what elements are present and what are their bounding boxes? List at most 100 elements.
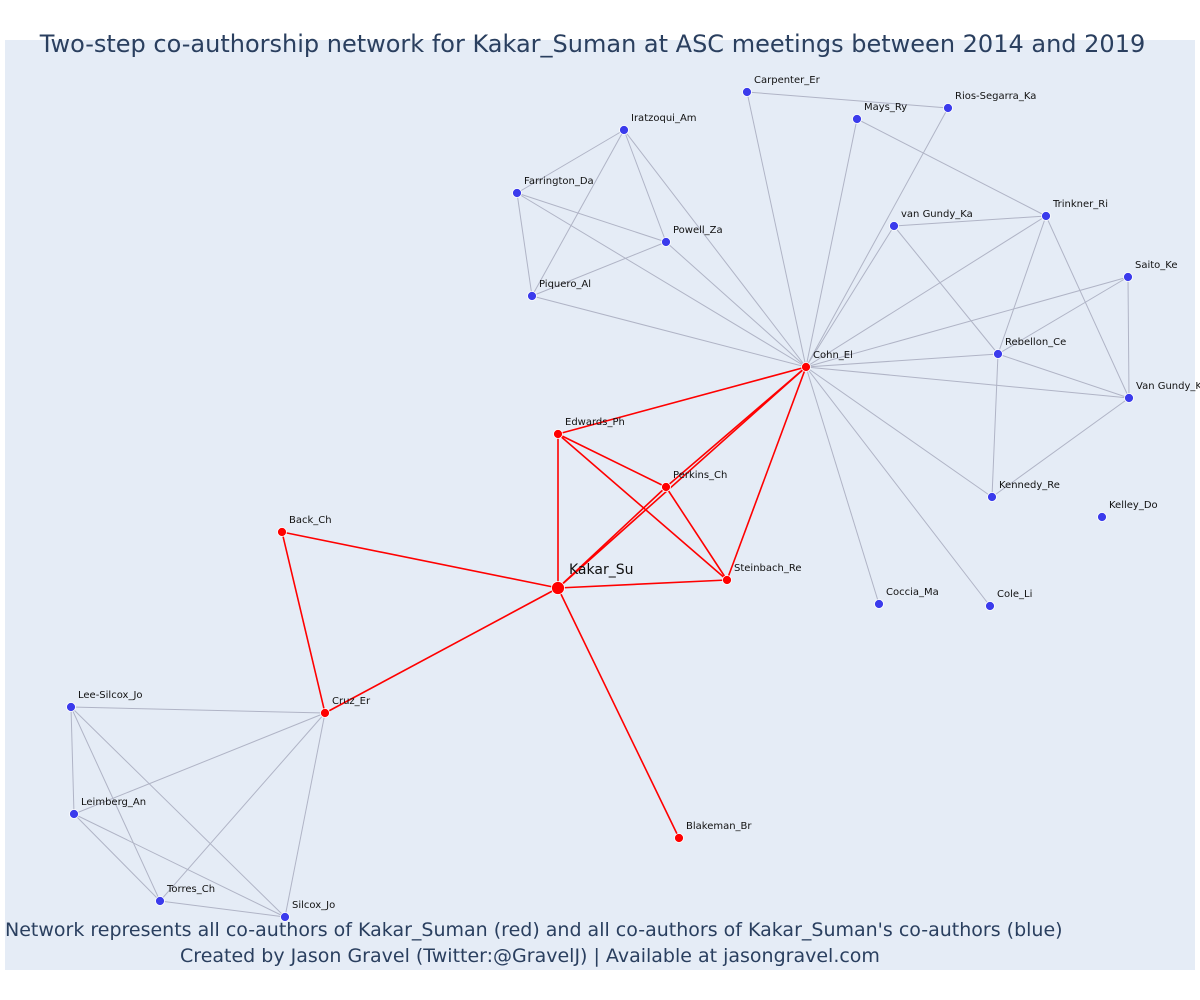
edge-van-gundy-ka-rebellon-ce bbox=[893, 225, 999, 355]
edge-cruz-er-torres-ch bbox=[159, 712, 326, 902]
node-coccia-ma[interactable] bbox=[874, 599, 884, 609]
node-label-cole-li: Cole_Li bbox=[997, 589, 1032, 600]
edge-kakar-su-cruz-er bbox=[324, 587, 559, 714]
node-label-trinkner-ri: Trinkner_Ri bbox=[1052, 199, 1108, 210]
edge-trinkner-ri-van-gundy-k bbox=[1045, 215, 1130, 399]
edges-layer bbox=[70, 91, 1130, 918]
node-label-mays-ry: Mays_Ry bbox=[864, 102, 907, 113]
edge-kakar-su-back-ch bbox=[281, 531, 559, 589]
node-label-edwards-ph: Edwards_Ph bbox=[565, 417, 625, 428]
edge-edwards-ph-cohn-el bbox=[557, 366, 807, 435]
edge-kakar-su-steinbach-re bbox=[557, 579, 728, 589]
edge-van-gundy-ka-trinkner-ri bbox=[893, 215, 1047, 227]
node-label-rios-segarra-ka: Rios-Segarra_Ka bbox=[955, 91, 1036, 102]
node-torres-ch[interactable] bbox=[155, 896, 165, 906]
edge-perkins-ch-steinbach-re bbox=[665, 486, 728, 581]
node-van-gundy-k[interactable] bbox=[1124, 393, 1134, 403]
edge-van-gundy-k-kennedy-re bbox=[991, 397, 1130, 498]
edge-cohn-el-piquero-al bbox=[531, 295, 807, 368]
plot-background bbox=[5, 40, 1195, 970]
node-label-perkins-ch: Perkins_Ch bbox=[673, 470, 727, 481]
edge-cohn-el-cole-li bbox=[805, 366, 991, 607]
node-back-ch[interactable] bbox=[277, 527, 287, 537]
edge-mays-ry-trinkner-ri bbox=[856, 118, 1047, 217]
edge-cohn-el-rebellon-ce bbox=[805, 353, 999, 368]
caption-coauthor-legend: Network represents all co-authors of Kak… bbox=[5, 919, 1063, 941]
node-trinkner-ri[interactable] bbox=[1041, 211, 1051, 221]
edge-powell-za-piquero-al bbox=[531, 241, 667, 297]
node-cruz-er[interactable] bbox=[320, 708, 330, 718]
node-cole-li[interactable] bbox=[985, 601, 995, 611]
edge-farrington-da-piquero-al bbox=[516, 192, 533, 297]
edge-kakar-su-cohn-el bbox=[557, 366, 807, 589]
node-edwards-ph[interactable] bbox=[553, 429, 563, 439]
node-kakar-su[interactable] bbox=[551, 581, 565, 595]
node-steinbach-re[interactable] bbox=[722, 575, 732, 585]
node-powell-za[interactable] bbox=[661, 237, 671, 247]
node-label-silcox-jo: Silcox_Jo bbox=[292, 900, 335, 911]
edge-lee-silcox-jo-silcox-jo bbox=[70, 706, 286, 918]
edge-cohn-el-farrington-da bbox=[516, 192, 807, 368]
node-cohn-el[interactable] bbox=[801, 362, 811, 372]
node-label-back-ch: Back_Ch bbox=[289, 515, 332, 526]
node-label-steinbach-re: Steinbach_Re bbox=[734, 563, 802, 574]
chart-title: Two-step co-authorship network for Kakar… bbox=[39, 30, 1146, 58]
node-label-coccia-ma: Coccia_Ma bbox=[886, 587, 939, 598]
edge-cohn-el-powell-za bbox=[665, 241, 807, 368]
edge-farrington-da-powell-za bbox=[516, 192, 667, 243]
node-label-piquero-al: Piquero_Al bbox=[539, 279, 591, 290]
edge-cohn-el-coccia-ma bbox=[805, 366, 880, 605]
edge-lee-silcox-jo-torres-ch bbox=[70, 706, 161, 902]
node-label-van-gundy-ka: van Gundy_Ka bbox=[901, 209, 973, 220]
edge-cruz-er-lee-silcox-jo bbox=[70, 706, 326, 714]
node-leimberg-an[interactable] bbox=[69, 809, 79, 819]
edge-rebellon-ce-van-gundy-k bbox=[997, 353, 1130, 399]
node-rebellon-ce[interactable] bbox=[993, 349, 1003, 359]
labels-layer: Kakar_SuCohn_ElEdwards_PhPerkins_ChStein… bbox=[78, 75, 1200, 911]
edge-cohn-el-van-gundy-k bbox=[805, 366, 1130, 399]
node-label-van-gundy-k: Van Gundy_K bbox=[1136, 381, 1200, 392]
node-rios-segarra-ka[interactable] bbox=[943, 103, 953, 113]
node-label-cruz-er: Cruz_Er bbox=[332, 696, 371, 707]
edge-cohn-el-saito-ke bbox=[805, 276, 1129, 368]
node-silcox-jo[interactable] bbox=[280, 912, 290, 922]
node-piquero-al[interactable] bbox=[527, 291, 537, 301]
edge-cohn-el-iratzoqui-am bbox=[623, 129, 807, 368]
node-label-farrington-da: Farrington_Da bbox=[524, 176, 594, 187]
node-kelley-do[interactable] bbox=[1097, 512, 1107, 522]
nodes-layer bbox=[66, 87, 1134, 922]
edge-carpenter-er-rios-segarra-ka bbox=[746, 91, 949, 109]
edge-trinkner-ri-rebellon-ce bbox=[997, 215, 1047, 355]
node-label-leimberg-an: Leimberg_An bbox=[81, 797, 146, 808]
node-label-kakar-su: Kakar_Su bbox=[569, 562, 633, 578]
edge-iratzoqui-am-powell-za bbox=[623, 129, 667, 243]
node-saito-ke[interactable] bbox=[1123, 272, 1133, 282]
edge-cohn-el-carpenter-er bbox=[746, 91, 807, 368]
edge-back-ch-cruz-er bbox=[281, 531, 326, 714]
node-label-carpenter-er: Carpenter_Er bbox=[754, 75, 821, 86]
node-kennedy-re[interactable] bbox=[987, 492, 997, 502]
node-mays-ry[interactable] bbox=[852, 114, 862, 124]
edge-saito-ke-van-gundy-k bbox=[1127, 276, 1130, 399]
node-van-gundy-ka[interactable] bbox=[889, 221, 899, 231]
edge-cohn-el-trinkner-ri bbox=[805, 215, 1047, 368]
edge-saito-ke-rebellon-ce bbox=[997, 276, 1129, 355]
node-lee-silcox-jo[interactable] bbox=[66, 702, 76, 712]
edge-steinbach-re-cohn-el bbox=[726, 366, 807, 581]
node-blakeman-br[interactable] bbox=[674, 833, 684, 843]
node-carpenter-er[interactable] bbox=[742, 87, 752, 97]
edge-kakar-su-perkins-ch bbox=[557, 486, 667, 589]
node-label-torres-ch: Torres_Ch bbox=[166, 884, 215, 895]
node-label-iratzoqui-am: Iratzoqui_Am bbox=[631, 113, 697, 124]
edge-cohn-el-mays-ry bbox=[805, 118, 858, 368]
edge-torres-ch-silcox-jo bbox=[159, 900, 286, 918]
node-iratzoqui-am[interactable] bbox=[619, 125, 629, 135]
edge-edwards-ph-perkins-ch bbox=[557, 433, 667, 488]
edge-cohn-el-rios-segarra-ka bbox=[805, 107, 949, 368]
node-label-saito-ke: Saito_Ke bbox=[1135, 260, 1178, 271]
node-perkins-ch[interactable] bbox=[661, 482, 671, 492]
node-farrington-da[interactable] bbox=[512, 188, 522, 198]
edge-rebellon-ce-kennedy-re bbox=[991, 353, 999, 498]
edge-perkins-ch-cohn-el bbox=[665, 366, 807, 488]
